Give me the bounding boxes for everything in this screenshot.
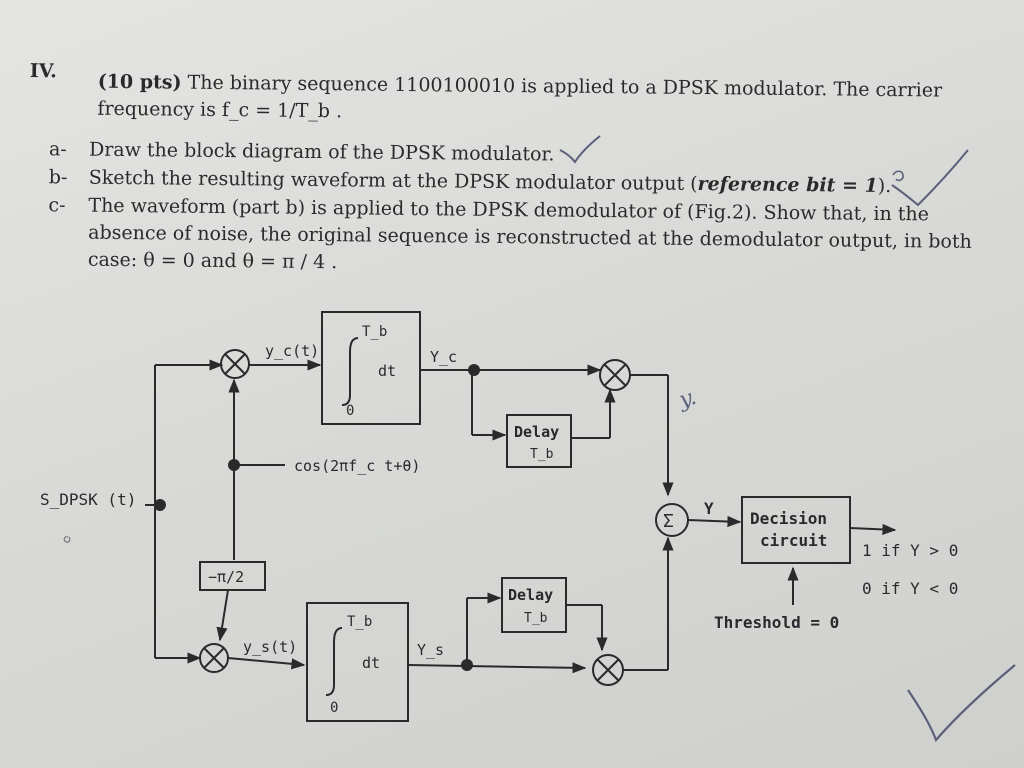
lower-integrator-upper-limit: T_b <box>347 614 372 630</box>
input-junction-dot <box>154 499 166 511</box>
lower-integrator-dt: dt <box>362 654 380 672</box>
lower-delay-sub: T_b <box>524 611 548 626</box>
upper-left-mixer <box>220 349 250 379</box>
Yc-label: Y_c <box>430 348 457 366</box>
margin-note: y. <box>676 385 699 414</box>
wire-Ys <box>407 662 587 674</box>
upper-delay-label: Delay <box>514 423 559 441</box>
upper-right-mixer <box>599 359 631 391</box>
input-label: S_DPSK (t) <box>40 490 136 509</box>
lower-integrator-lower-limit: 0 <box>330 700 338 716</box>
phase-shift-block <box>199 561 266 591</box>
Y-label: Y <box>704 499 714 518</box>
upper-integrator-block <box>321 311 421 425</box>
squiggle-mark <box>892 170 904 182</box>
lower-right-mixer <box>592 654 624 686</box>
upper-integrator-upper-limit: T_b <box>362 324 387 340</box>
decision-label-2: circuit <box>760 531 827 550</box>
Ys-junction-dot <box>461 659 473 671</box>
summer-circle <box>655 503 689 537</box>
yc-signal-label: y_c(t) <box>265 342 319 360</box>
upper-integral-sign <box>341 337 359 406</box>
decision-label-1: Decision <box>750 509 827 528</box>
upper-integrator-lower-limit: 0 <box>346 403 354 419</box>
check-mark-b <box>891 149 969 207</box>
threshold-label: Threshold = 0 <box>714 613 839 632</box>
ys-signal-label: y_s(t) <box>243 638 297 656</box>
wire-shift-to-mixer <box>216 589 229 642</box>
lower-delay-label: Delay <box>508 586 553 604</box>
sum-symbol: Σ <box>663 511 674 532</box>
upper-delay-block <box>506 414 572 468</box>
Ys-label: Y_s <box>417 641 444 659</box>
lower-integral-sign <box>325 627 343 696</box>
lower-integrator-block <box>306 602 409 722</box>
wire-ys <box>227 657 306 670</box>
wire-decision-out <box>849 523 897 536</box>
lower-left-mixer <box>199 643 229 673</box>
wire-Y <box>687 515 742 528</box>
phase-shift-label: −π/2 <box>208 568 244 586</box>
upper-integrator-dt: dt <box>378 362 396 380</box>
check-mark-a <box>559 135 601 164</box>
check-mark-large <box>907 664 1016 743</box>
stray-mark <box>63 536 71 543</box>
lower-delay-block <box>501 577 567 633</box>
decision-circuit-block <box>741 496 851 564</box>
carrier-label: cos(2πf_c t+θ) <box>294 457 420 475</box>
upper-delay-sub: T_b <box>530 447 554 462</box>
output-zero-rule: 0 if Y < 0 <box>862 579 958 598</box>
carrier-junction-dot <box>228 459 240 471</box>
output-one-rule: 1 if Y > 0 <box>862 541 958 560</box>
Yc-junction-dot <box>468 364 480 376</box>
